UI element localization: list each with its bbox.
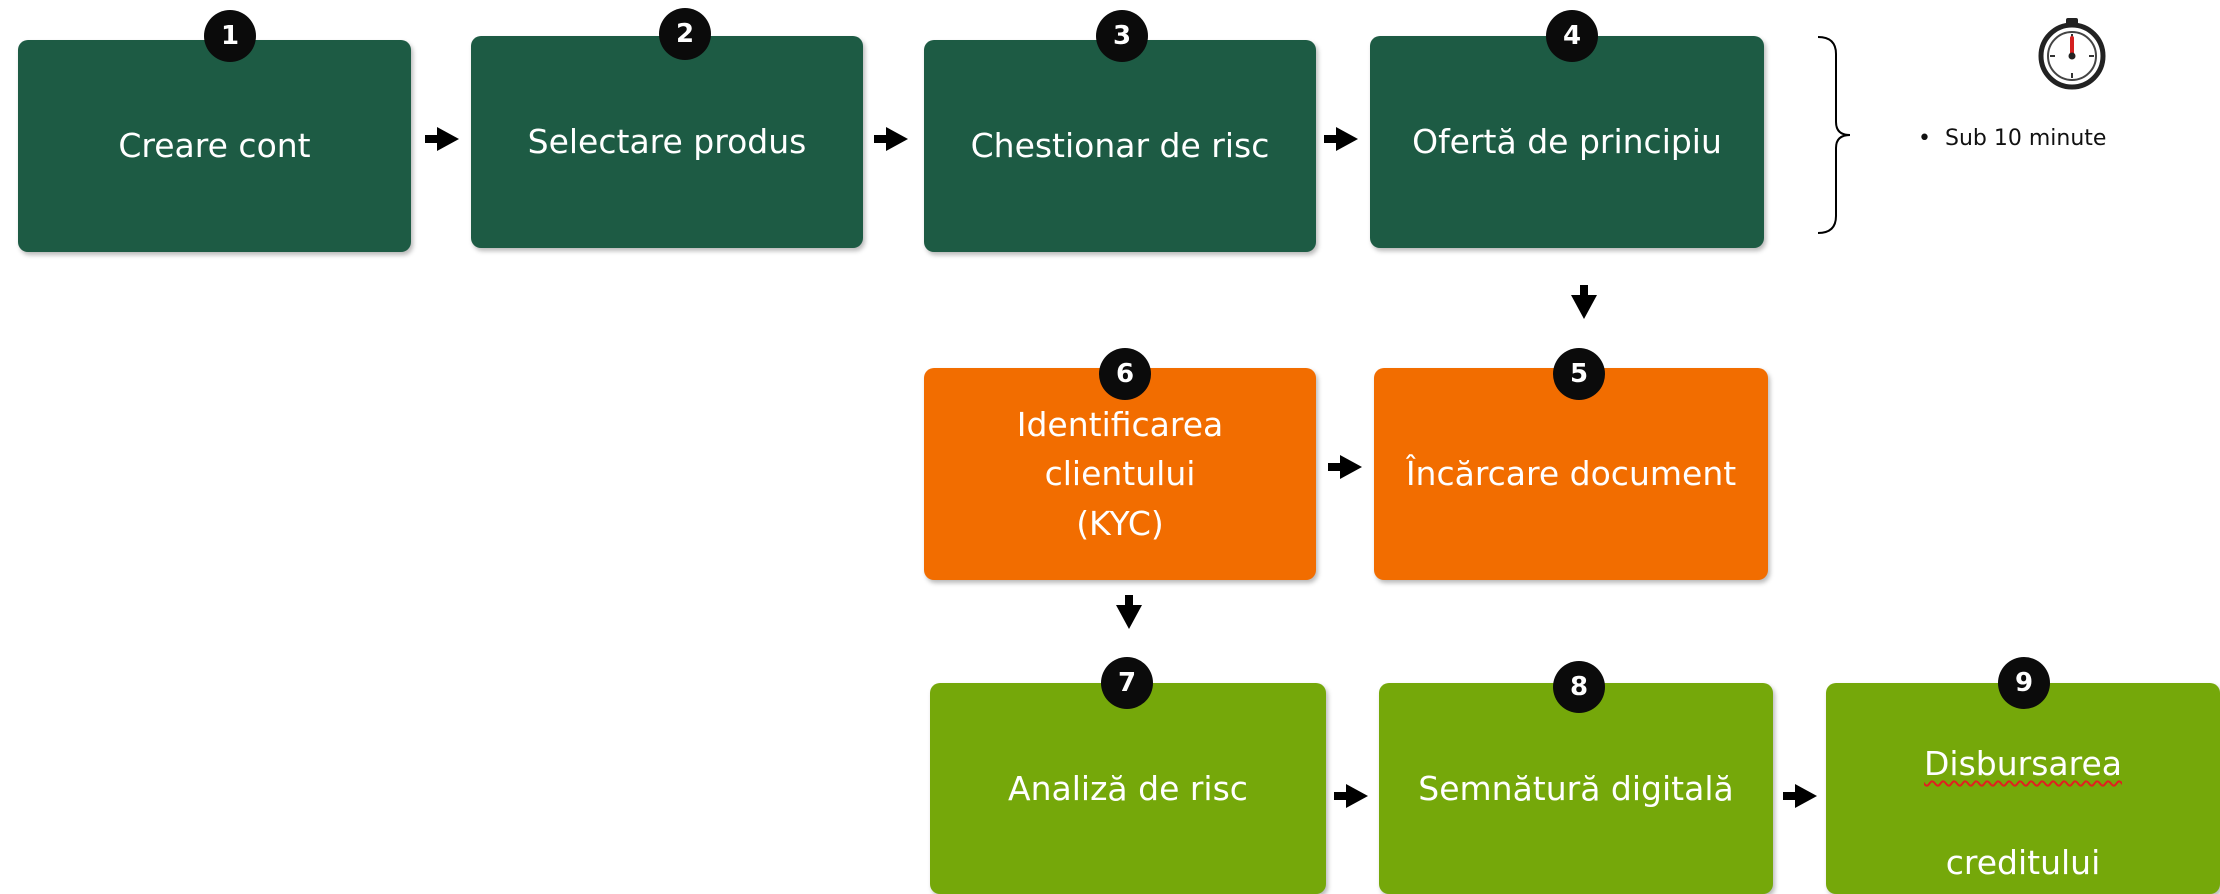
step-9-box: Disbursarea creditului xyxy=(1826,683,2220,894)
arrow-4-to-5 xyxy=(1571,285,1597,319)
step-3-badge: 3 xyxy=(1096,10,1148,62)
step-2-label: Selectare produs xyxy=(527,122,807,162)
step-9-label: Disbursarea creditului xyxy=(1924,690,2122,888)
step-4-label: Ofertă de principiu xyxy=(1412,122,1722,162)
step-9-badge: 9 xyxy=(1998,657,2050,709)
step-5-badge: 5 xyxy=(1553,348,1605,400)
step-1-box: Creare cont xyxy=(18,40,411,252)
step-6-box: Identificarea clientului (KYC) xyxy=(924,368,1316,580)
step-8-label: Semnătură digitală xyxy=(1418,768,1734,808)
step-8-badge: 8 xyxy=(1553,661,1605,713)
arrow-5-to-6 xyxy=(1328,455,1362,479)
note-text: Sub 10 minute xyxy=(1944,126,2107,151)
step-1-label: Creare cont xyxy=(118,126,311,166)
step-7-box: Analiză de risc xyxy=(930,683,1326,894)
step-7-badge: 7 xyxy=(1101,657,1153,709)
step-1-badge: 1 xyxy=(204,10,256,62)
step-8-box: Semnătură digitală xyxy=(1379,683,1773,894)
step-3-box: Chestionar de risc xyxy=(924,40,1316,252)
time-note: • Sub 10 minute xyxy=(1918,126,2106,151)
arrow-1-to-2 xyxy=(425,127,459,151)
step-6-badge: 6 xyxy=(1099,348,1151,400)
step-2-badge: 2 xyxy=(659,8,711,60)
step-4-badge: 4 xyxy=(1546,10,1598,62)
stopwatch-icon xyxy=(2038,18,2106,90)
arrow-8-to-9 xyxy=(1783,784,1817,808)
arrow-6-to-7 xyxy=(1116,595,1142,629)
step-3-label: Chestionar de risc xyxy=(970,126,1270,166)
brace-bracket xyxy=(1817,36,1851,234)
step-5-box: Încărcare document xyxy=(1374,368,1768,580)
step-9-label-line1: Disbursarea xyxy=(1924,744,2122,783)
step-9-label-line2: creditului xyxy=(1945,843,2101,882)
step-5-label: Încărcare document xyxy=(1405,454,1737,494)
step-4-box: Ofertă de principiu xyxy=(1370,36,1764,248)
arrow-3-to-4 xyxy=(1324,127,1358,151)
note-bullet: • xyxy=(1918,126,1931,151)
step-6-label: Identificarea clientului (KYC) xyxy=(1016,404,1224,543)
arrow-2-to-3 xyxy=(874,127,908,151)
arrow-7-to-8 xyxy=(1334,784,1368,808)
step-2-box: Selectare produs xyxy=(471,36,863,248)
step-7-label: Analiză de risc xyxy=(1008,768,1248,808)
